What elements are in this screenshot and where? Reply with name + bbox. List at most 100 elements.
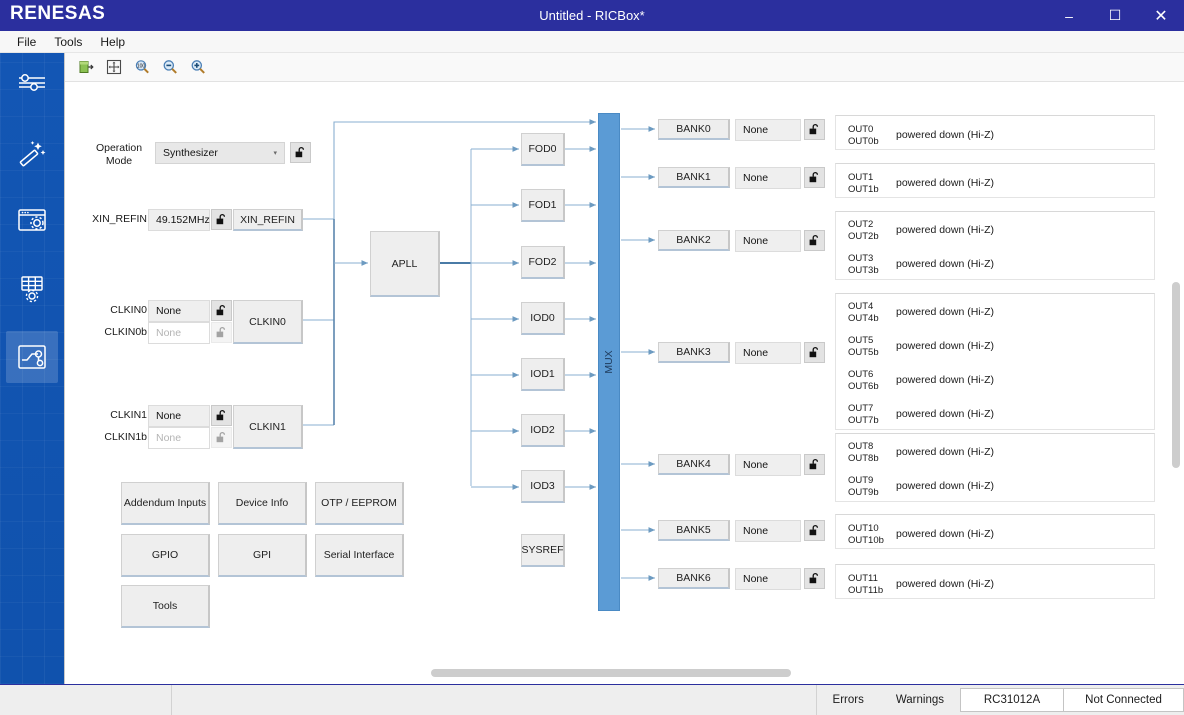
- bank4-lock-button[interactable]: [804, 454, 825, 475]
- block-xin-refin[interactable]: XIN_REFIN: [233, 209, 303, 231]
- block-apll[interactable]: APLL: [370, 231, 440, 297]
- clkin1-input[interactable]: None: [148, 405, 210, 427]
- block-diagram-canvas[interactable]: Operation Mode Synthesizer ▾ XIN_REFIN 4…: [65, 82, 1184, 684]
- output-row[interactable]: OUT2 OUT2b powered down (Hi-Z): [836, 212, 1156, 246]
- output-group-0: OUT0 OUT0b powered down (Hi-Z): [835, 115, 1155, 150]
- sidebar-item-configuration[interactable]: [6, 195, 58, 247]
- sidebar-item-block-diagram[interactable]: [6, 331, 58, 383]
- fit-to-window-icon[interactable]: [103, 56, 125, 78]
- unlocked-padlock-icon: [295, 146, 305, 158]
- block-fod2[interactable]: FOD2: [521, 246, 565, 279]
- block-diagram-icon: [16, 342, 48, 372]
- window-gear-icon: [16, 207, 48, 235]
- output-state: powered down (Hi-Z): [896, 258, 995, 270]
- bank0-value[interactable]: None: [735, 119, 801, 141]
- bank0-lock-button[interactable]: [804, 119, 825, 140]
- horizontal-scrollbar[interactable]: [65, 667, 1173, 678]
- sidebar-item-settings[interactable]: [6, 59, 58, 111]
- block-fod1[interactable]: FOD1: [521, 189, 565, 222]
- block-fod0[interactable]: FOD0: [521, 133, 565, 166]
- menu-help[interactable]: Help: [100, 34, 126, 49]
- horizontal-scrollbar-thumb[interactable]: [431, 669, 791, 677]
- block-bank2[interactable]: BANK2: [658, 230, 730, 251]
- button-gpi[interactable]: GPI: [218, 534, 307, 577]
- xin-refin-lock-button[interactable]: [211, 209, 232, 230]
- maximize-button[interactable]: ☐: [1108, 7, 1122, 23]
- output-name: OUT5 OUT5b: [848, 335, 879, 358]
- output-row[interactable]: OUT7 OUT7b powered down (Hi-Z): [836, 396, 1156, 430]
- block-bank4[interactable]: BANK4: [658, 454, 730, 475]
- zoom-out-icon[interactable]: [159, 56, 181, 78]
- errors-button[interactable]: Errors: [832, 694, 864, 706]
- output-row[interactable]: OUT3 OUT3b powered down (Hi-Z): [836, 246, 1156, 280]
- bank6-value[interactable]: None: [735, 568, 801, 590]
- sidebar-item-wizard[interactable]: [6, 127, 58, 179]
- output-state: powered down (Hi-Z): [896, 374, 995, 386]
- block-iod2[interactable]: IOD2: [521, 414, 565, 447]
- menu-file[interactable]: File: [17, 34, 37, 49]
- button-gpio[interactable]: GPIO: [121, 534, 210, 577]
- close-button[interactable]: ✕: [1154, 7, 1168, 25]
- bank3-value[interactable]: None: [735, 342, 801, 364]
- zoom-in-icon[interactable]: [187, 56, 209, 78]
- output-row[interactable]: OUT4 OUT4b powered down (Hi-Z): [836, 294, 1156, 328]
- button-addendum-inputs[interactable]: Addendum Inputs: [121, 482, 210, 525]
- warnings-button[interactable]: Warnings: [895, 694, 944, 706]
- output-row[interactable]: OUT10 OUT10b powered down (Hi-Z): [836, 515, 1156, 550]
- bank2-value[interactable]: None: [735, 230, 801, 252]
- output-row[interactable]: OUT1 OUT1b powered down (Hi-Z): [836, 164, 1156, 199]
- output-row[interactable]: OUT6 OUT6b powered down (Hi-Z): [836, 362, 1156, 396]
- clkin0-lock-button[interactable]: [211, 300, 232, 321]
- register-grid-gear-icon: [17, 274, 47, 304]
- clkin1-lock-button[interactable]: [211, 405, 232, 426]
- button-device-info[interactable]: Device Info: [218, 482, 307, 525]
- block-iod3[interactable]: IOD3: [521, 470, 565, 503]
- block-bank0[interactable]: BANK0: [658, 119, 730, 140]
- vertical-scrollbar-thumb[interactable]: [1172, 282, 1180, 468]
- bank1-lock-button[interactable]: [804, 167, 825, 188]
- bank4-value[interactable]: None: [735, 454, 801, 476]
- button-otp-eeprom[interactable]: OTP / EEPROM: [315, 482, 404, 525]
- bank3-lock-button[interactable]: [804, 342, 825, 363]
- button-serial-interface[interactable]: Serial Interface: [315, 534, 404, 577]
- block-sysref[interactable]: SYSREF: [521, 534, 565, 567]
- block-iod0[interactable]: IOD0: [521, 302, 565, 335]
- output-row[interactable]: OUT8 OUT8b powered down (Hi-Z): [836, 434, 1156, 468]
- status-message-left: [0, 685, 172, 715]
- device-name-box[interactable]: RC31012A: [960, 688, 1064, 712]
- bank6-lock-button[interactable]: [804, 568, 825, 589]
- block-bank3[interactable]: BANK3: [658, 342, 730, 363]
- clkin0-input[interactable]: None: [148, 300, 210, 322]
- block-mux[interactable]: MUX: [598, 113, 620, 611]
- output-row[interactable]: OUT11 OUT11b powered down (Hi-Z): [836, 565, 1156, 600]
- vertical-scrollbar[interactable]: [1171, 82, 1182, 662]
- block-bank6[interactable]: BANK6: [658, 568, 730, 589]
- bank5-value[interactable]: None: [735, 520, 801, 542]
- button-tools[interactable]: Tools: [121, 585, 210, 628]
- output-name: OUT1 OUT1b: [848, 172, 879, 195]
- block-clkin0[interactable]: CLKIN0: [233, 300, 303, 344]
- zoom-100-icon[interactable]: 100: [131, 56, 153, 78]
- left-nav: [0, 53, 64, 684]
- output-row[interactable]: OUT9 OUT9b powered down (Hi-Z): [836, 468, 1156, 502]
- output-row[interactable]: OUT0 OUT0b powered down (Hi-Z): [836, 116, 1156, 151]
- minimize-button[interactable]: –: [1065, 7, 1073, 24]
- operation-mode-lock-button[interactable]: [290, 142, 311, 163]
- block-bank5[interactable]: BANK5: [658, 520, 730, 541]
- bank5-lock-button[interactable]: [804, 520, 825, 541]
- sidebar-item-register-map[interactable]: [6, 263, 58, 315]
- menu-tools[interactable]: Tools: [54, 34, 83, 49]
- block-bank1[interactable]: BANK1: [658, 167, 730, 188]
- block-iod1[interactable]: IOD1: [521, 358, 565, 391]
- unlocked-padlock-icon: [216, 213, 226, 225]
- operation-mode-select[interactable]: Synthesizer ▾: [155, 142, 285, 164]
- block-clkin1[interactable]: CLKIN1: [233, 405, 303, 449]
- output-row[interactable]: OUT5 OUT5b powered down (Hi-Z): [836, 328, 1156, 362]
- unlocked-padlock-icon: [809, 171, 819, 183]
- bank2-lock-button[interactable]: [804, 230, 825, 251]
- connection-status-box[interactable]: Not Connected: [1064, 688, 1184, 712]
- bank1-value[interactable]: None: [735, 167, 801, 189]
- export-icon[interactable]: [75, 56, 97, 78]
- output-name: OUT7 OUT7b: [848, 403, 879, 426]
- xin-refin-input[interactable]: 49.152MHz: [148, 209, 210, 231]
